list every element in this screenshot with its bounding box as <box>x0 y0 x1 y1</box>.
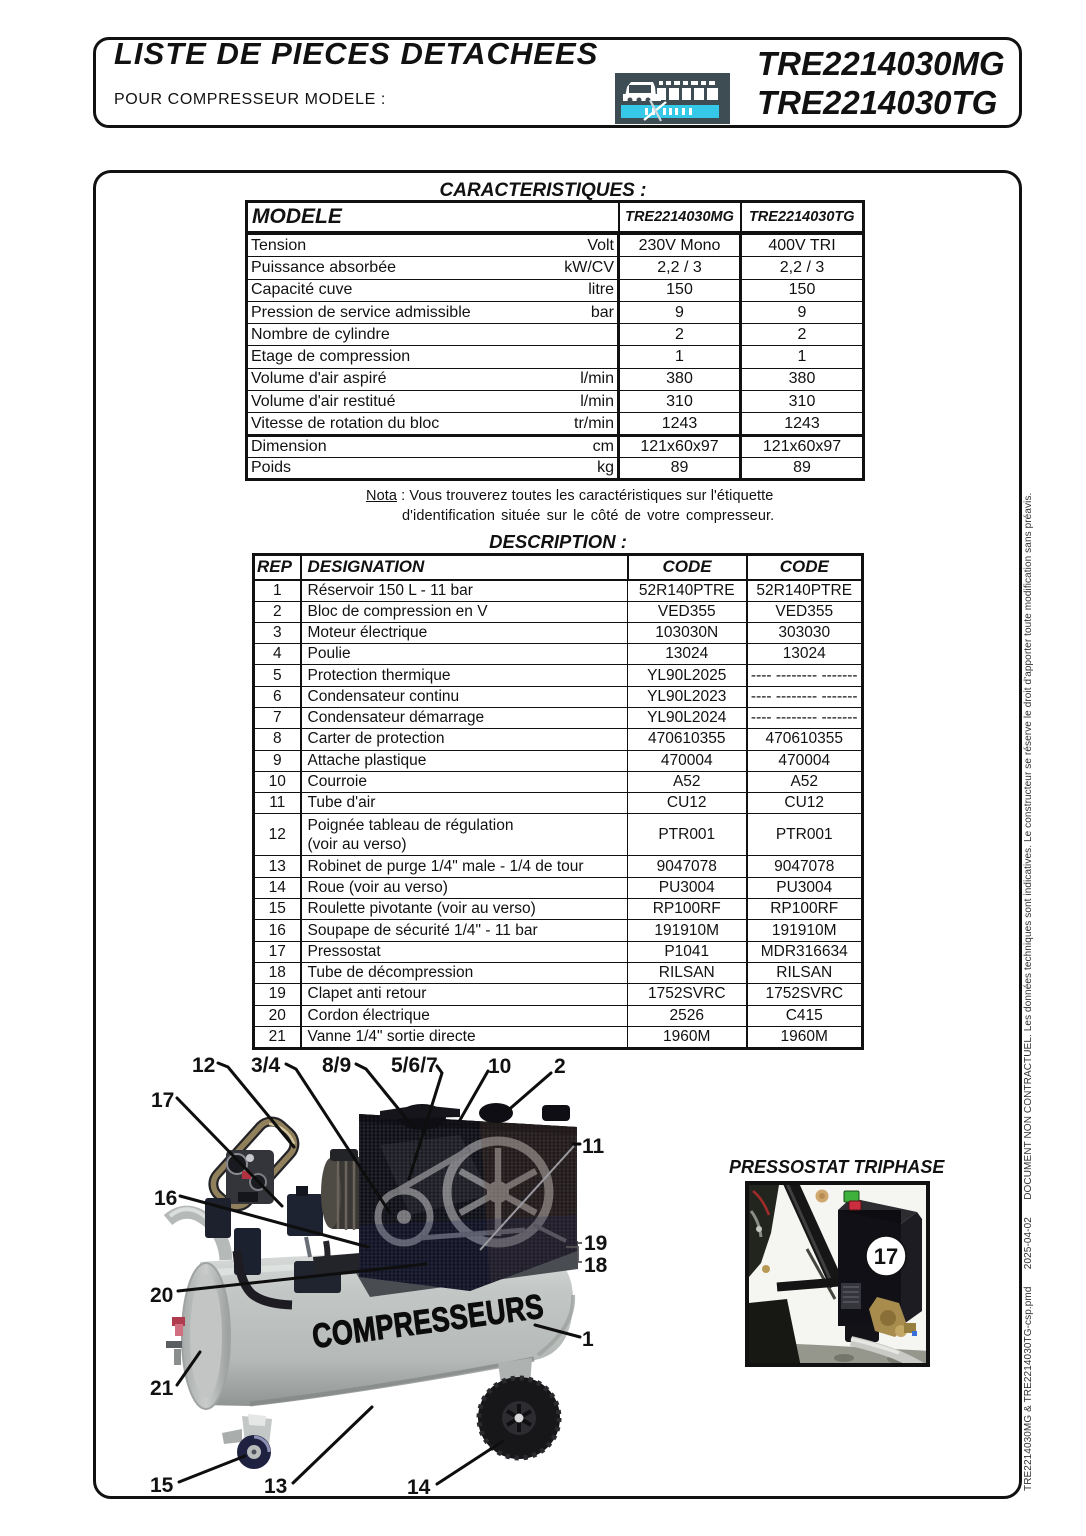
svg-text:15: 15 <box>150 1474 174 1497</box>
svg-text:16: 16 <box>154 1187 177 1210</box>
svg-text:19: 19 <box>584 1232 607 1255</box>
svg-text:3/4: 3/4 <box>251 1054 281 1077</box>
svg-text:1: 1 <box>582 1328 594 1351</box>
svg-text:17: 17 <box>151 1089 174 1112</box>
svg-text:12: 12 <box>192 1054 215 1077</box>
svg-text:17: 17 <box>874 1244 898 1269</box>
svg-text:21: 21 <box>150 1377 174 1400</box>
svg-text:8/9: 8/9 <box>322 1054 351 1077</box>
svg-text:20: 20 <box>150 1284 173 1307</box>
svg-text:14: 14 <box>407 1476 431 1499</box>
svg-text:10: 10 <box>488 1055 511 1078</box>
svg-text:5/6/7: 5/6/7 <box>391 1054 438 1077</box>
svg-text:11: 11 <box>582 1135 605 1158</box>
svg-text:18: 18 <box>584 1254 608 1277</box>
svg-text:13: 13 <box>264 1475 287 1498</box>
svg-text:2: 2 <box>554 1055 566 1078</box>
